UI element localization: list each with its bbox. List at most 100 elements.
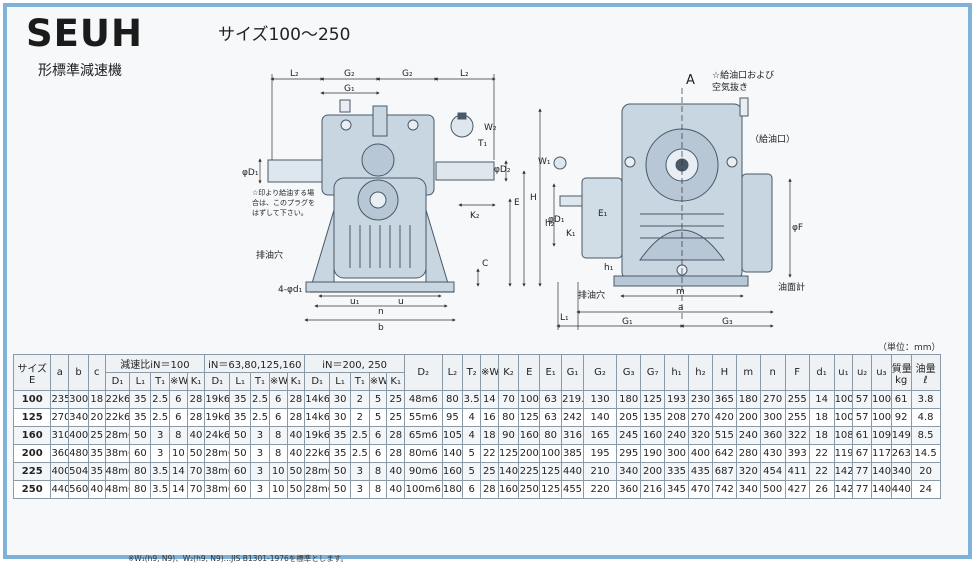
table-cell: 22 (808, 462, 835, 481)
table-cell: 30 (329, 408, 351, 427)
table-cell: 340 (735, 480, 761, 499)
table-cell: 2.5 (349, 426, 370, 445)
table-cell: 108 (833, 426, 854, 445)
table-cell: 16 (479, 408, 499, 427)
label-oil-inlet: （給油口） (750, 133, 795, 145)
label-m: m (676, 287, 685, 297)
key-detail (450, 112, 474, 138)
table-cell: 18 (808, 408, 835, 427)
table-cell: 240 (735, 426, 761, 445)
table-cell: 60 (129, 444, 152, 463)
table-cell: 320 (687, 426, 713, 445)
label-phiD1: φD₁ (242, 168, 259, 178)
header-sub-col-5: T₁ (150, 372, 170, 391)
table-cell: 440 (50, 480, 70, 499)
table-cell: 420 (711, 408, 737, 427)
table-cell: 149 (890, 426, 912, 445)
header-col-29: h₁ (664, 354, 689, 391)
table-cell: 24k6 (204, 426, 231, 445)
table-cell: 340 (890, 462, 912, 481)
header-col-27: G₃ (616, 354, 642, 391)
table-cell: 2.5 (250, 390, 270, 409)
table-cell: 35 (229, 408, 252, 427)
table-cell: 28 (286, 390, 306, 409)
table-cell: 5 (462, 462, 481, 481)
table-cell: 180 (735, 390, 761, 409)
header-sub-col-16: ※W₁ (368, 372, 388, 391)
table-cell: 2.5 (250, 408, 270, 427)
label-oil-gauge: 油面計 (778, 281, 805, 293)
label-u: u (398, 297, 404, 307)
table-cell: 77 (852, 480, 872, 499)
table-cell: 22k6 (104, 408, 131, 427)
header-sub-col-14: L₁ (329, 372, 351, 391)
label-K1: K₁ (566, 229, 576, 239)
table-cell: 160 (640, 426, 666, 445)
table-cell: 3 (349, 480, 370, 499)
table-cell: 40 (286, 444, 306, 463)
table-cell: 90m6 (404, 462, 443, 481)
table-cell: 14k6 (304, 408, 331, 427)
table-cell: 240 (664, 426, 689, 445)
header-col-26: G₂ (582, 354, 618, 391)
header-a: a (50, 354, 70, 391)
table-cell: 8 (368, 480, 388, 499)
table-cell: 50 (286, 462, 306, 481)
plug-note-1: ☆印より給油する場 (252, 188, 314, 197)
table-cell: 360 (616, 480, 642, 499)
label-L1: L₁ (560, 313, 569, 323)
table-cell: 455 (561, 480, 584, 499)
table-cell: 235 (50, 390, 70, 409)
table-cell: 219.5 (561, 390, 584, 409)
type-label: 形標準減速機 (38, 63, 122, 79)
table-row: 1002353001822k6352.562819k6352.562814k63… (12, 390, 966, 409)
table-cell: 35 (129, 408, 152, 427)
table-cell: 220 (582, 480, 618, 499)
header-b: b (68, 354, 89, 391)
table-cell: 208 (664, 408, 689, 427)
table-cell: 440 (890, 480, 912, 499)
header-col-33: n (759, 354, 786, 391)
table-cell: 6 (268, 408, 288, 427)
table-cell: 19k6 (204, 390, 231, 409)
table-cell: 8 (268, 444, 288, 463)
unit-note: （単位：mm） (878, 343, 941, 353)
table-cell: 365 (711, 390, 737, 409)
table-cell: 14 (168, 480, 188, 499)
table-cell: 35 (329, 444, 351, 463)
label-vent-2: 空気抜き (712, 81, 748, 93)
table-cell: 160 (518, 426, 541, 445)
table-cell: 3.5 (150, 480, 170, 499)
header-sub-col-6: ※W₁ (168, 372, 188, 391)
size-cell: 200 (12, 444, 52, 463)
table-cell: 125 (539, 480, 563, 499)
label-drain-right: 排油穴 (578, 289, 605, 301)
table-cell: 50 (329, 462, 351, 481)
table-cell: 22 (808, 444, 835, 463)
label-vent-1: ☆給油口および (712, 69, 774, 81)
table-cell: 3 (250, 462, 270, 481)
table-cell: 14k6 (304, 390, 331, 409)
table-cell: 20 (910, 462, 941, 481)
table-cell: 210 (582, 462, 618, 481)
table-cell: 2 (349, 390, 370, 409)
label-T1: T₁ (477, 139, 487, 149)
table-cell: 3 (150, 444, 170, 463)
table-cell: 40 (87, 480, 106, 499)
table-cell: 5 (368, 390, 388, 409)
table-cell: 205 (616, 408, 642, 427)
table-cell: 5 (462, 444, 481, 463)
table-row: 2254005043548m6803.5147038m6603105028m65… (12, 462, 966, 481)
size-cell: 250 (12, 480, 52, 499)
table-cell: 70 (186, 462, 206, 481)
table-cell: 28 (386, 444, 406, 463)
table-cell: 50 (286, 480, 306, 499)
header-col-31: H (711, 354, 737, 391)
table-cell: 216 (640, 480, 666, 499)
table-cell: 8.5 (910, 426, 941, 445)
table-cell: 10 (268, 480, 288, 499)
header-col-34: F (784, 354, 810, 391)
